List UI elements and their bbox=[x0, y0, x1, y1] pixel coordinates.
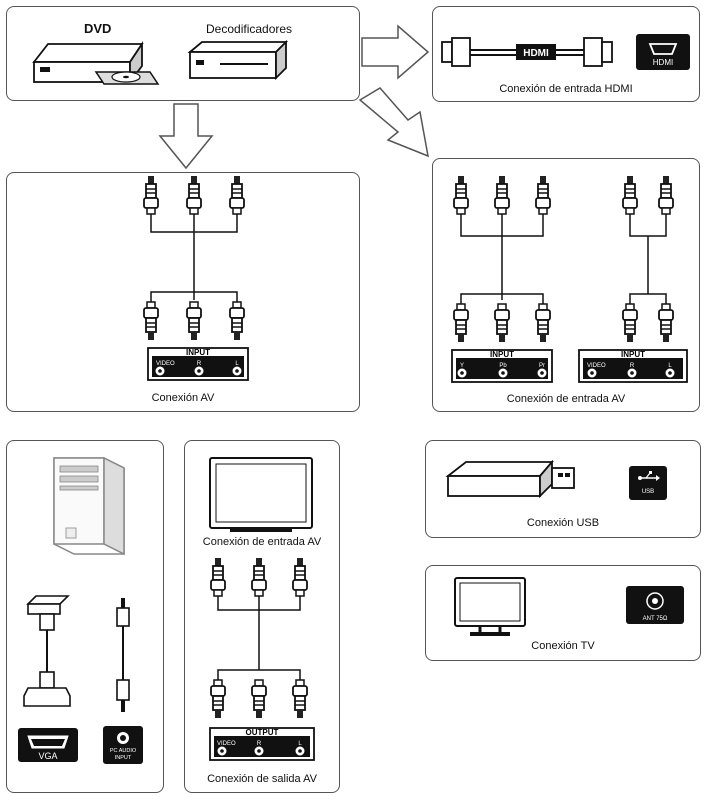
decoder-box-icon bbox=[187, 39, 289, 81]
tv-icon bbox=[454, 577, 526, 636]
av-output-jacks: OUTPUT VIDEO R L bbox=[209, 727, 315, 761]
usb-caption: Conexión USB bbox=[526, 517, 600, 529]
component-input-title: INPUT bbox=[490, 350, 514, 359]
usb-stick-icon bbox=[445, 459, 575, 499]
av-input-r-label: R bbox=[197, 361, 202, 367]
av-output-caption: Conexión de salida AV bbox=[207, 773, 317, 785]
pc-audio-text-2: INPUT bbox=[115, 755, 132, 761]
hdmi-port-text: HDMI bbox=[653, 58, 673, 67]
tv-caption: Conexión TV bbox=[531, 640, 595, 652]
hdmi-cable-icon: HDMI bbox=[441, 37, 613, 67]
av-out-top-caption: Conexión de entrada AV bbox=[202, 536, 322, 548]
av-input-jacks: INPUT VIDEO R L bbox=[147, 347, 249, 381]
av-input-caption: Conexión AV bbox=[151, 392, 215, 404]
component-input-jacks: INPUT Y Pb Pr bbox=[451, 349, 553, 383]
vga-port-icon: VGA bbox=[18, 728, 78, 762]
decoder-label: Decodificadores bbox=[206, 22, 293, 36]
av-output-cable-icon bbox=[210, 557, 308, 719]
component-pr-label: Pr bbox=[539, 363, 545, 369]
av-output-title: OUTPUT bbox=[246, 728, 279, 737]
arrow-diagonal-icon bbox=[358, 87, 429, 158]
dvd-player-icon bbox=[32, 41, 160, 85]
component-pb-label: Pb bbox=[499, 363, 507, 369]
pc-audio-port-icon: PC AUDIO INPUT bbox=[103, 726, 143, 764]
av-right-video-label: VIDEO bbox=[587, 363, 606, 369]
av-input-right-jacks: INPUT VIDEO R L bbox=[578, 349, 688, 383]
av-right-l-label: L bbox=[668, 363, 672, 369]
av-input-video-label: VIDEO bbox=[156, 361, 175, 367]
monitor-icon bbox=[209, 457, 313, 532]
usb-port-icon: USB bbox=[629, 466, 667, 500]
hdmi-cable-text: HDMI bbox=[523, 48, 549, 59]
hdmi-port-icon: HDMI bbox=[636, 34, 690, 70]
pc-audio-cable-icon bbox=[116, 598, 130, 712]
av-cable-icon bbox=[143, 175, 245, 341]
arrow-down-icon bbox=[158, 103, 214, 170]
av-right-input-title: INPUT bbox=[621, 350, 645, 359]
usb-port-text: USB bbox=[642, 489, 654, 495]
av-right-r-label: R bbox=[630, 363, 635, 369]
vga-port-text: VGA bbox=[38, 751, 57, 761]
pc-tower-icon bbox=[53, 456, 125, 556]
av-output-r-label: R bbox=[257, 741, 262, 747]
pc-audio-text-1: PC AUDIO bbox=[110, 748, 137, 754]
vga-cable-icon bbox=[23, 595, 71, 707]
dvd-label: DVD bbox=[84, 21, 112, 36]
av-cable-right-icon bbox=[622, 175, 674, 343]
component-cable-icon bbox=[453, 175, 551, 343]
hdmi-caption: Conexión de entrada HDMI bbox=[499, 83, 633, 95]
av-input-right-caption: Conexión de entrada AV bbox=[506, 393, 626, 405]
av-input-l-label: L bbox=[235, 361, 239, 367]
arrow-right-icon bbox=[361, 24, 430, 80]
antenna-port-icon: ANT 75Ω bbox=[626, 586, 684, 624]
antenna-port-text: ANT 75Ω bbox=[643, 616, 668, 622]
av-output-l-label: L bbox=[298, 741, 302, 747]
av-output-video-label: VIDEO bbox=[217, 741, 236, 747]
av-input-title: INPUT bbox=[186, 348, 210, 357]
component-y-label: Y bbox=[460, 363, 464, 369]
